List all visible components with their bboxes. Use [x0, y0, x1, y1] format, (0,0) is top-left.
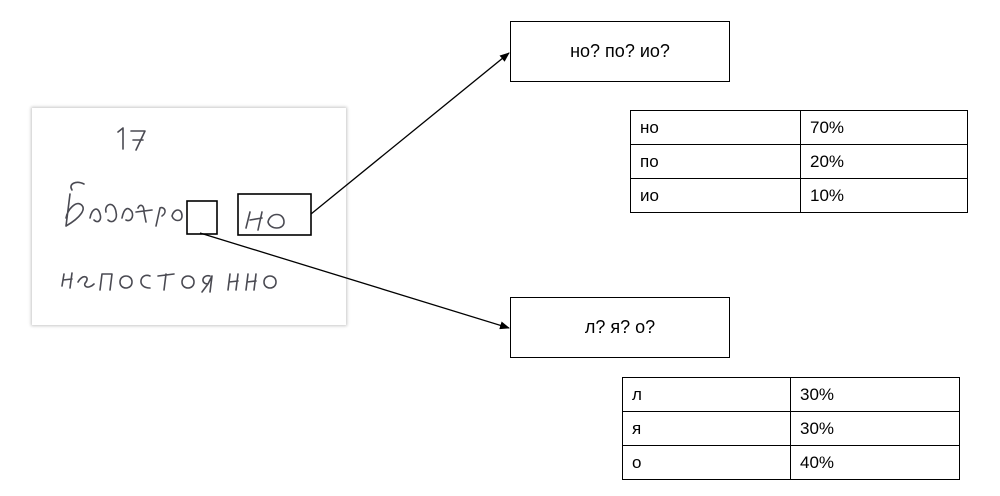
- probability-cell: 70%: [800, 110, 968, 145]
- probability-table-bottom: л 30% я 30% о 40%: [622, 377, 960, 480]
- probability-table-top: но 70% по 20% ио 10%: [630, 110, 968, 213]
- hypothesis-box-bottom: л? я? о?: [510, 297, 730, 358]
- probability-cell: 40%: [790, 445, 960, 480]
- segment-box-word[interactable]: [237, 193, 312, 236]
- option-cell: о: [622, 445, 791, 480]
- handwriting-scan: [32, 108, 346, 325]
- table-row: я 30%: [622, 411, 960, 446]
- table-row: ио 10%: [630, 178, 968, 213]
- probability-cell: 30%: [790, 411, 960, 446]
- probability-cell: 20%: [800, 144, 968, 179]
- hypothesis-label-top: но? по? ио?: [570, 41, 670, 61]
- option-cell: л: [622, 377, 791, 412]
- option-cell: ио: [630, 178, 801, 213]
- arrow-to-top-box: [310, 52, 510, 215]
- table-row: л 30%: [622, 377, 960, 412]
- hypothesis-box-top: но? по? ио?: [510, 21, 730, 82]
- option-cell: я: [622, 411, 791, 446]
- probability-cell: 10%: [800, 178, 968, 213]
- option-cell: но: [630, 110, 801, 145]
- table-row: но 70%: [630, 110, 968, 145]
- probability-cell: 30%: [790, 377, 960, 412]
- handwritten-number: [117, 127, 124, 150]
- hypothesis-label-bottom: л? я? о?: [584, 317, 656, 337]
- table-row: по 20%: [630, 144, 968, 179]
- arrow-to-bottom-box: [199, 232, 510, 330]
- table-row: о 40%: [622, 445, 960, 480]
- handwriting-drawing: [61, 127, 312, 293]
- option-cell: по: [630, 144, 801, 179]
